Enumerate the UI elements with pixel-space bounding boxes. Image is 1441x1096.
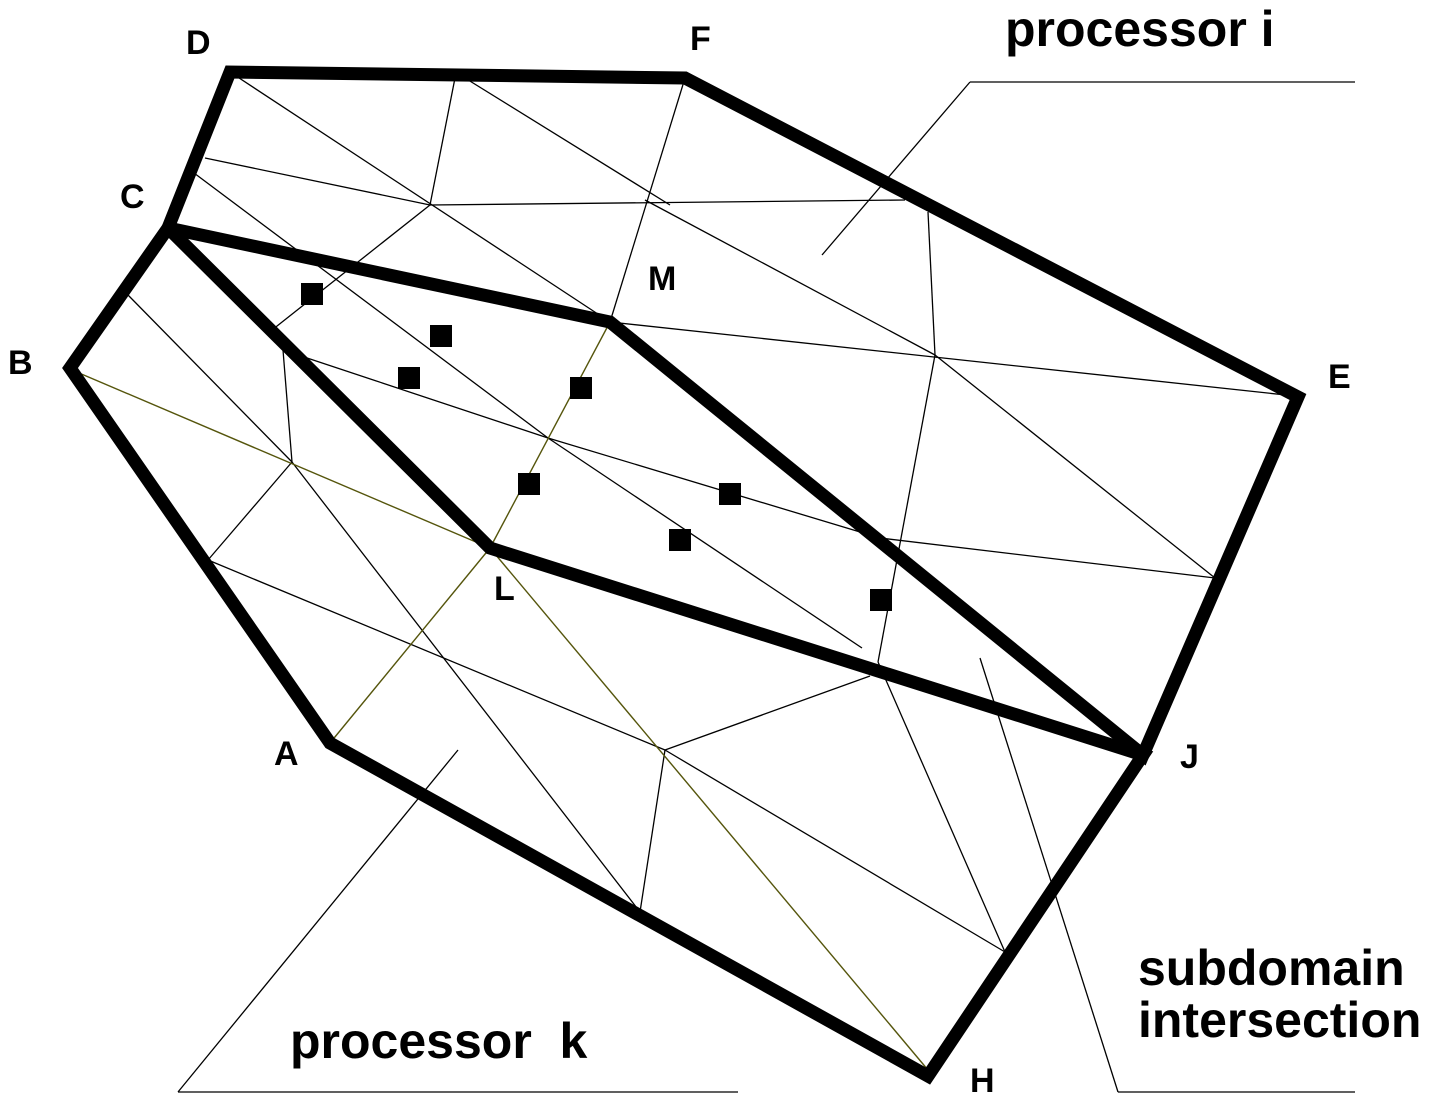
interface-node (518, 473, 540, 495)
vertex-label-j: J (1180, 738, 1199, 776)
interface-node (570, 377, 592, 399)
subdomain-outlines (62, 65, 1307, 1085)
processor-i-boundary (159, 65, 1307, 766)
interface-nodes (301, 283, 892, 611)
vertex-label-h: H (970, 1062, 995, 1096)
vertex-label-d: D (186, 24, 211, 62)
region-labels: processor i processor k subdomain inters… (290, 1, 1421, 1069)
interface-node (430, 325, 452, 347)
vertex-label-c: C (120, 178, 145, 216)
interface-node (870, 589, 892, 611)
interface-node (719, 483, 741, 505)
vertex-label-b: B (8, 344, 33, 382)
vertex-label-m: M (648, 260, 676, 298)
mesh-edges (127, 71, 1355, 1093)
interface-edges (71, 321, 929, 1071)
vertex-label-l: L (494, 570, 515, 608)
interface-node (398, 367, 420, 389)
subdomain-intersection-label-line2: intersection (1138, 992, 1421, 1048)
processor-i-label: processor i (1005, 1, 1275, 57)
vertex-label-a: A (274, 735, 299, 773)
vertex-labels: D F C M B E L A J H (8, 20, 1351, 1096)
processor-k-label: processor k (290, 1013, 588, 1069)
processor-k-boundary (62, 217, 1154, 1085)
vertex-label-e: E (1328, 358, 1351, 396)
interface-node (301, 283, 323, 305)
interface-node (669, 529, 691, 551)
subdomain-intersection-label-line1: subdomain (1138, 940, 1405, 996)
vertex-label-f: F (690, 20, 711, 58)
